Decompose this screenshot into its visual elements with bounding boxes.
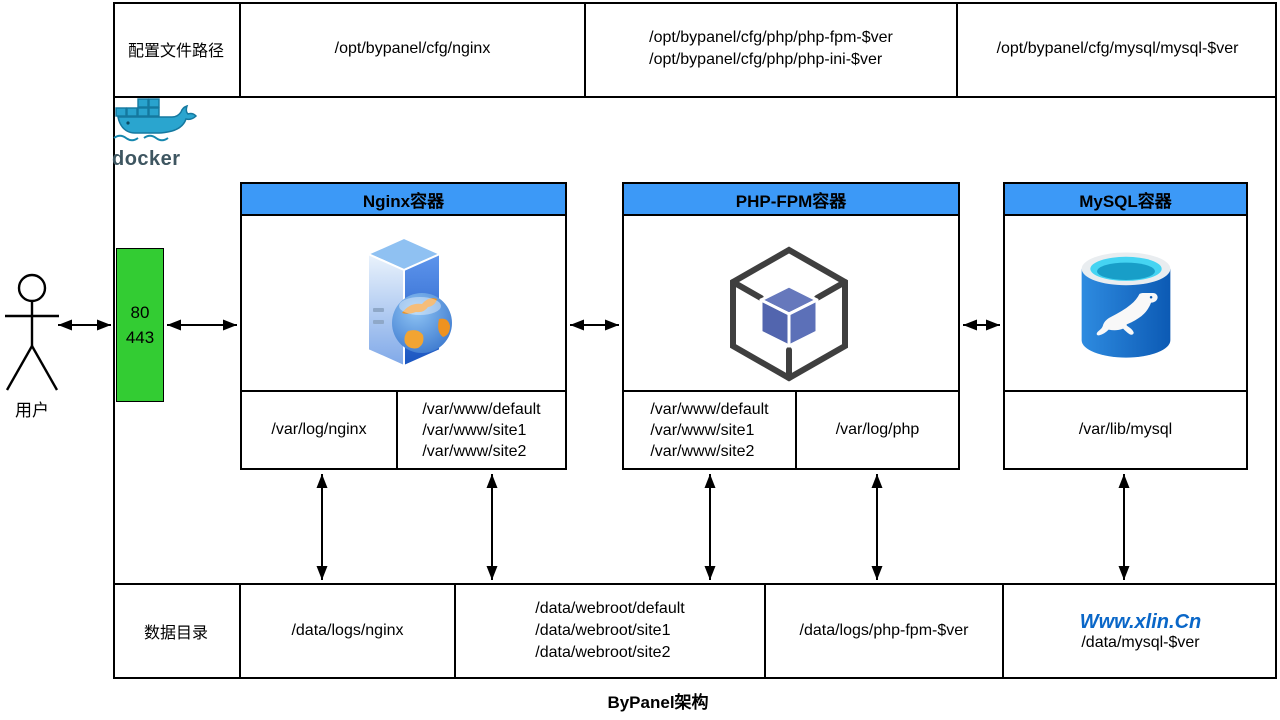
cube-icon: [730, 246, 848, 382]
mysql-container-header: MySQL容器: [1005, 184, 1246, 216]
nginx-log-cell: /var/log/nginx: [271, 421, 367, 438]
data-row-vline-1: [239, 585, 241, 677]
phpfpm-container: PHP-FPM容器 /var/www/default /var/www/site…: [622, 182, 960, 470]
data-cell-mysql: Www.xlin.Cn /data/mysql-$ver: [1004, 585, 1277, 677]
user-figure-icon: [5, 273, 59, 391]
data-mysql-path: /data/mysql-$ver: [1081, 634, 1200, 651]
config-row-vline-3: [956, 4, 958, 96]
nginx-www-line3: /var/www/site2: [422, 442, 527, 460]
data-row-vline-4: [1002, 585, 1004, 677]
data-webroot-line2: /data/webroot/site1: [535, 622, 671, 639]
nginx-www-line2: /var/www/site1: [422, 421, 527, 439]
nginx-www-cell: /var/www/default /var/www/site1 /var/www…: [398, 392, 565, 468]
config-row-vline-2: [584, 4, 586, 96]
mysql-container-footer: /var/lib/mysql: [1005, 390, 1246, 468]
php-www-cell: /var/www/default /var/www/site1 /var/www…: [624, 392, 795, 468]
data-cell-php-logs: /data/logs/php-fpm-$ver: [799, 622, 969, 639]
nginx-www-line1: /var/www/default: [422, 400, 541, 418]
nginx-footer-divider: [396, 392, 398, 468]
data-webroot-line1: /data/webroot/default: [535, 600, 685, 617]
docker-whale-icon: [113, 98, 198, 142]
php-www-line1: /var/www/default: [650, 400, 769, 418]
port-80: 80: [130, 303, 150, 322]
config-row-label: 配置文件路径: [127, 43, 224, 60]
data-row-vline-3: [764, 585, 766, 677]
data-cell-nginx-logs: /data/logs/nginx: [291, 622, 404, 639]
nginx-server-icon: [365, 236, 452, 368]
config-php-line2: /opt/bypanel/cfg/php/php-ini-$ver: [649, 51, 883, 68]
data-row-label: 数据目录: [143, 625, 208, 642]
watermark-text: Www.xlin.Cn: [1079, 611, 1202, 633]
mysql-lib-cell: /var/lib/mysql: [1078, 421, 1173, 438]
config-cell-mysql: /opt/bypanel/cfg/mysql/mysql-$ver: [996, 40, 1239, 57]
data-cell-webroot: /data/webroot/default /data/webroot/site…: [456, 585, 764, 677]
php-www-line2: /var/www/site1: [650, 421, 755, 439]
port-443: 443: [125, 328, 155, 347]
nginx-container-header: Nginx容器: [242, 184, 565, 216]
data-webroot-line3: /data/webroot/site2: [535, 644, 671, 661]
ports-box: 80 443: [116, 248, 164, 402]
config-row-divider-line: [113, 96, 1277, 98]
data-row-divider-line: [113, 583, 1277, 585]
php-log-cell: /var/log/php: [835, 421, 920, 438]
phpfpm-container-footer: /var/www/default /var/www/site1 /var/www…: [624, 390, 958, 468]
diagram-caption: ByPanel架构: [607, 693, 709, 712]
mariadb-database-icon: [1081, 252, 1171, 358]
config-row-vline-1: [239, 4, 241, 96]
php-footer-divider: [795, 392, 797, 468]
config-php-line1: /opt/bypanel/cfg/php/php-fpm-$ver: [649, 29, 893, 46]
phpfpm-container-header: PHP-FPM容器: [624, 184, 958, 216]
config-cell-php: /opt/bypanel/cfg/php/php-fpm-$ver /opt/b…: [586, 2, 956, 96]
nginx-container-footer: /var/log/nginx /var/www/default /var/www…: [242, 390, 565, 468]
data-row-vline-2: [454, 585, 456, 677]
user-label: 用户: [15, 401, 49, 420]
docker-label: docker: [112, 148, 181, 170]
php-www-line3: /var/www/site2: [650, 442, 755, 460]
config-cell-nginx: /opt/bypanel/cfg/nginx: [334, 40, 491, 57]
diagram-outer-border: [113, 2, 1277, 679]
nginx-container: Nginx容器 /var/log/nginx /var/www/default …: [240, 182, 567, 470]
